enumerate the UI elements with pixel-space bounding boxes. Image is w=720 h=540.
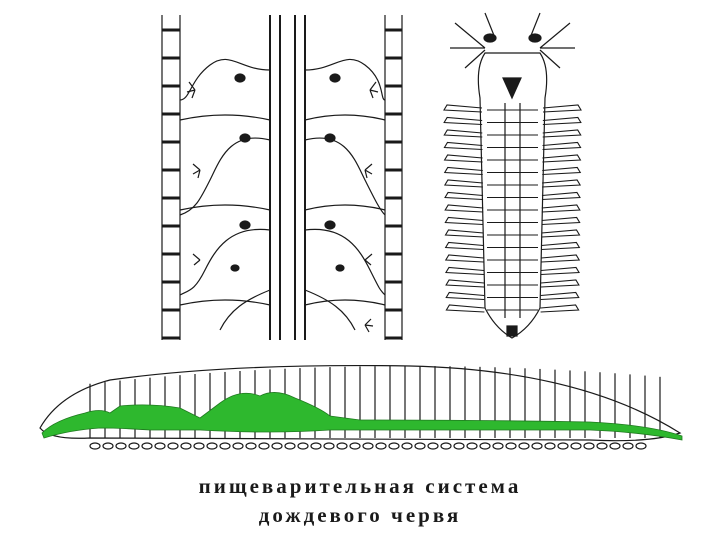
- nervous-system-drawing: [161, 15, 403, 340]
- digestive-tract: [41, 392, 683, 441]
- earthworm-digestive-system-drawing: [39, 364, 683, 450]
- caption-line-2: дождевого червя: [258, 503, 462, 527]
- polychaete-worm-drawing: [443, 12, 582, 339]
- caption-line-1: пищеварительная система: [198, 474, 522, 498]
